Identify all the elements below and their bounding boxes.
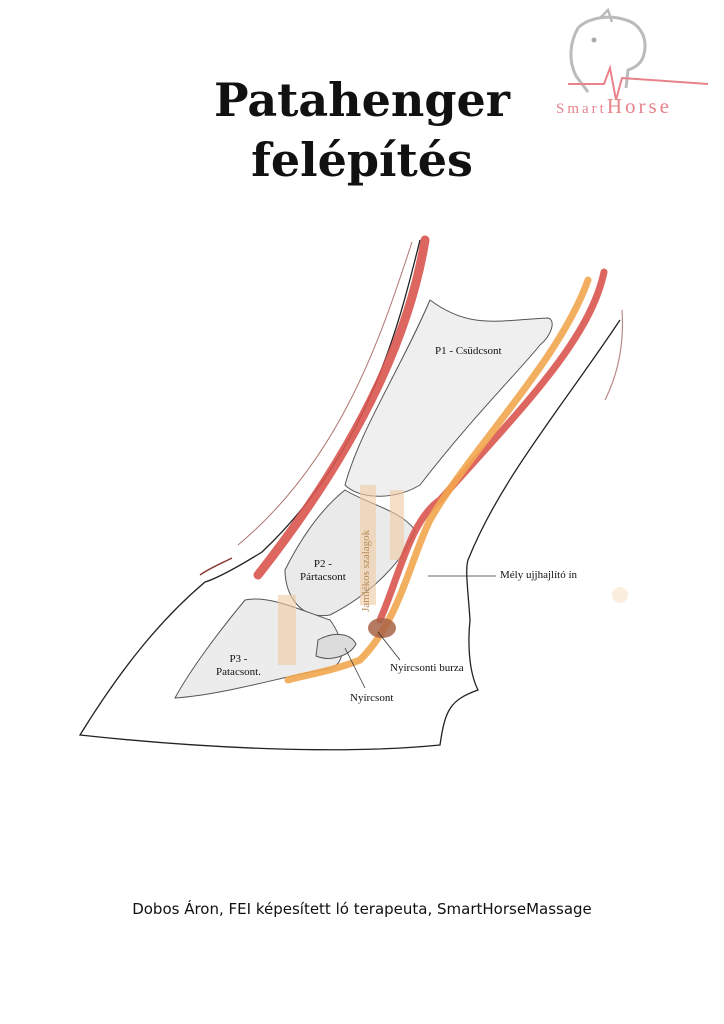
deep-flexor-tendon-orange: [284, 276, 592, 684]
label-ligament: Jamlékos szalagok: [360, 529, 372, 612]
coronet-hair: [199, 557, 233, 576]
label-bursa: Nyírcsonti burza: [390, 662, 464, 674]
logo-text-horse: Horse: [606, 94, 672, 118]
ligament-band-3: [278, 595, 296, 665]
author-credit: Dobos Áron, FEI képesített ló terapeuta,…: [132, 900, 592, 918]
hoof-anatomy-diagram: P1 - Csüdcsont P2 - Pártacsont P3 - Pata…: [0, 200, 724, 800]
hoof-illustration: [78, 235, 628, 751]
label-p3: P3 - Patacsont.: [216, 653, 261, 679]
skin-line-front: [237, 241, 413, 546]
p1-bone: [344, 299, 553, 497]
label-tendon: Mély ujjhajlító ín: [500, 569, 577, 581]
navicular-pointer: [344, 647, 366, 689]
navicular-bone: [315, 634, 357, 659]
label-p3-line1: P3 -: [229, 653, 248, 665]
logo-wordmark: SmartHorse: [556, 94, 716, 119]
label-p3-line2: Patacsont.: [216, 666, 261, 678]
title-line-1: Patahenger: [213, 73, 511, 127]
extensor-tendon-red: [253, 235, 430, 580]
horse-head-heartbeat-icon: [568, 8, 709, 101]
label-p2-line2: Pártacsont: [300, 571, 346, 583]
bursa-pointer: [377, 631, 401, 661]
skin-line-back: [604, 309, 624, 401]
label-navicular: Nyírcsont: [350, 692, 394, 704]
ligament-band-1: [360, 485, 376, 605]
logo-text-smart: Smart: [556, 101, 607, 117]
faint-mark: [612, 587, 628, 603]
page-title: Patahenger felépítés: [0, 70, 724, 190]
title-line-2: felépítés: [251, 133, 473, 187]
label-p1: P1 - Csüdcsont: [435, 345, 502, 357]
navicular-bursa: [368, 618, 396, 638]
label-p2: P2 - Pártacsont: [300, 558, 346, 584]
ligament-band-2: [390, 490, 404, 560]
label-p2-line1: P2 -: [313, 558, 332, 570]
hoof-outline: [78, 239, 621, 751]
